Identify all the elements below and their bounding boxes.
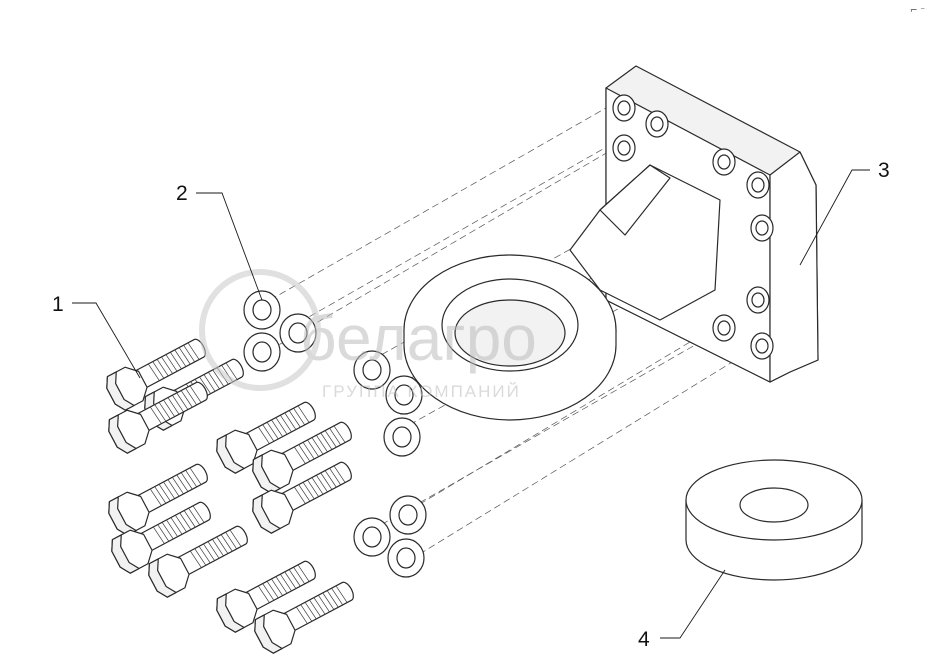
flange-eye-bracket [403,65,819,421]
bolt [254,581,354,654]
callout-2: 2 [176,182,188,205]
watermark: белагро ГРУППА КОМПАНИЙ [199,269,537,401]
callout-4: 4 [638,628,650,651]
bolts [106,338,354,654]
bolt [111,501,211,574]
watermark-brand: белагро [300,302,537,374]
bolt [108,463,208,536]
watermark-subtitle: ГРУППА КОМПАНИЙ [322,382,521,401]
flange-holes [612,94,774,360]
spacer-ring [685,459,863,581]
corner-mark: ⌐ ⁻ [910,6,925,16]
bolt [108,381,208,454]
callout-3: 3 [878,159,890,182]
bolt [148,525,248,598]
bolt [252,421,352,494]
callout-1: 1 [52,293,64,316]
bolt [252,461,352,534]
leaders [72,169,870,639]
bolt [216,401,316,474]
washers [243,290,427,578]
bolt [216,560,316,633]
